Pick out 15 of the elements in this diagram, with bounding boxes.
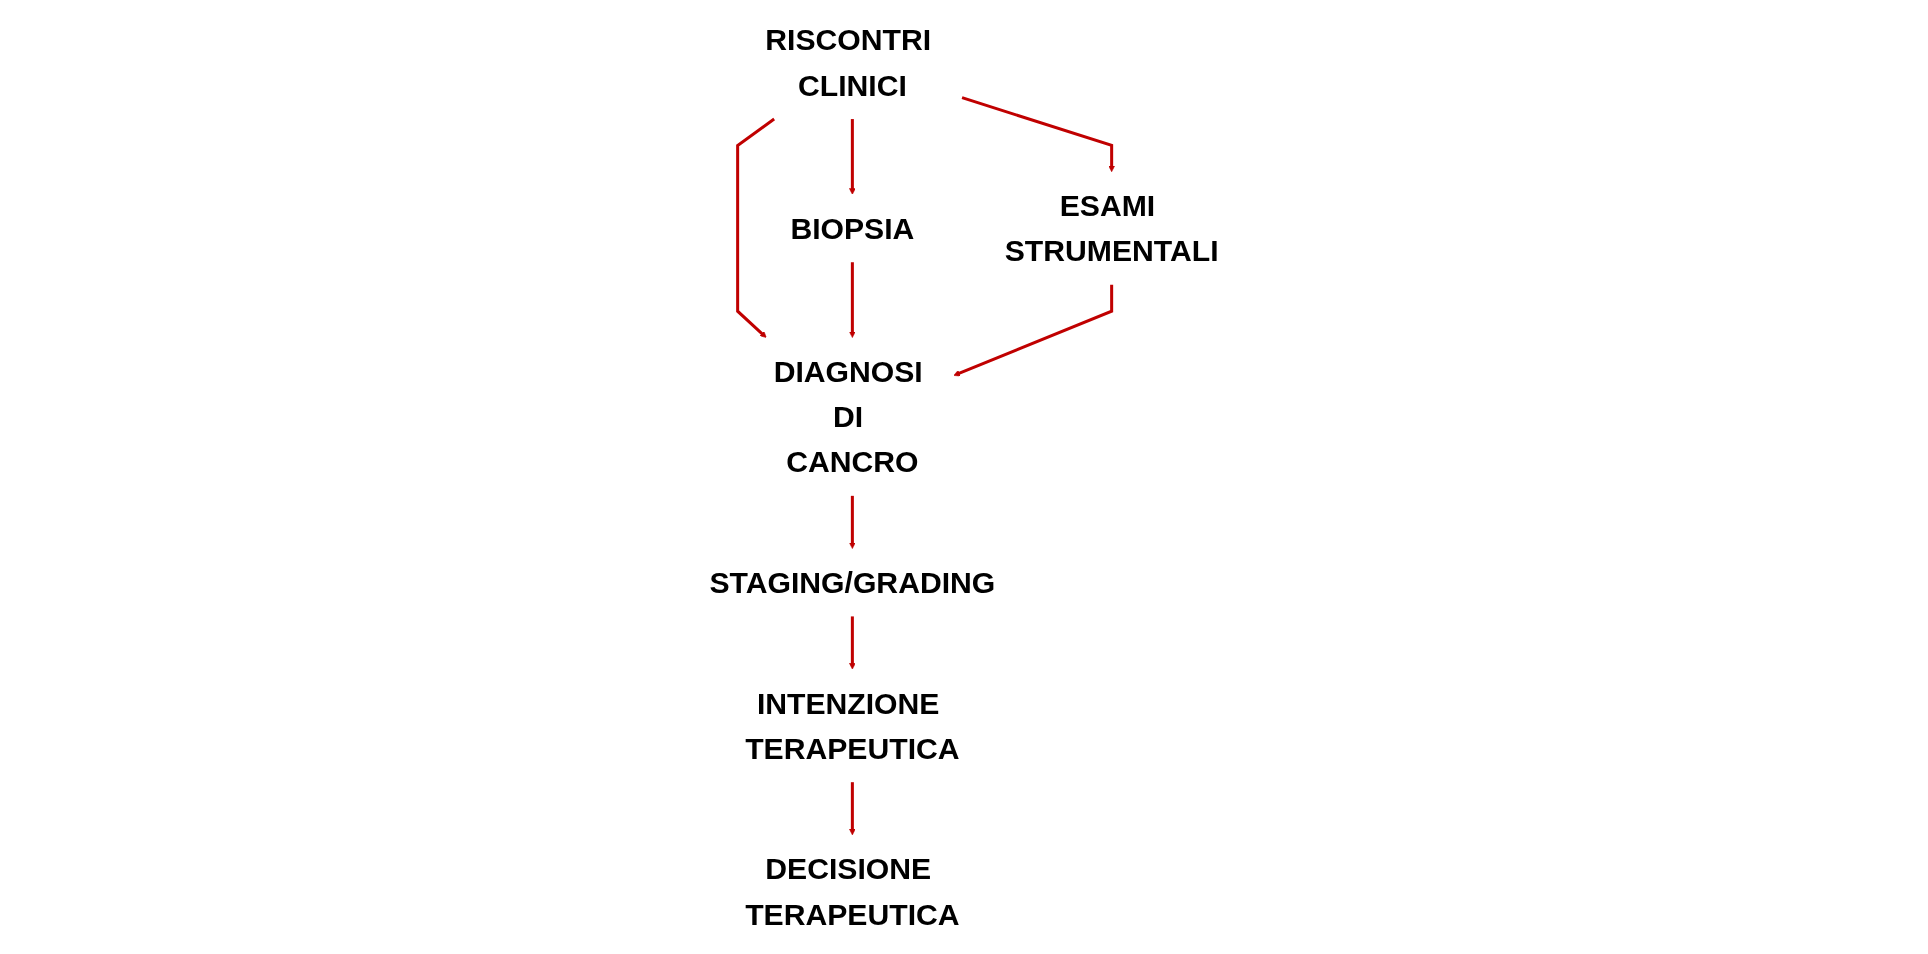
arrow	[849, 495, 856, 549]
arrow	[849, 262, 856, 338]
node-text: DECISIONE TERAPEUTICA	[745, 852, 960, 931]
arrow	[849, 616, 856, 670]
node-text: ESAMI STRUMENTALI	[1004, 189, 1219, 268]
node-text: DIAGNOSI DI CANCRO	[773, 354, 923, 479]
node-text: RISCONTRI CLINICI	[765, 23, 932, 102]
arrow	[849, 119, 856, 195]
arrow	[961, 96, 1115, 173]
arrow	[953, 284, 1114, 377]
arrow	[849, 782, 856, 836]
node-text: BIOPSIA	[790, 211, 915, 245]
arrow	[736, 117, 776, 338]
node-text: STAGING/GRADING	[709, 565, 996, 600]
node-text: INTENZIONE TERAPEUTICA	[745, 686, 960, 765]
